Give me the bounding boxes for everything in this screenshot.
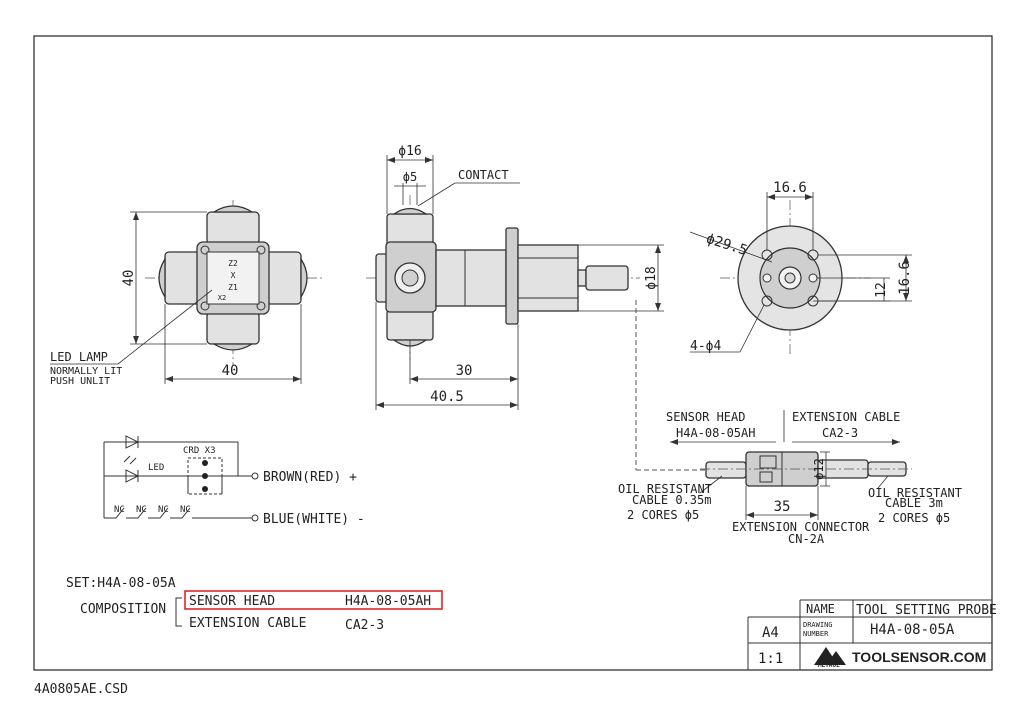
- file-name: 4A0805AE.CSD: [34, 682, 128, 697]
- extension-cable-label: EXTENSION CABLE: [792, 410, 900, 424]
- end-view: 16.6 ϕ29.5 16.6 12 4-ϕ4: [689, 180, 913, 355]
- row2-code: CA2-3: [345, 618, 384, 633]
- circuit-led-label: LED: [148, 463, 164, 473]
- led-note-unlit: PUSH UNLIT: [50, 376, 110, 387]
- row1-name: SENSOR HEAD: [189, 594, 275, 609]
- composition-label: COMPOSITION: [80, 602, 166, 617]
- dim-holes: 4-ϕ4: [690, 339, 721, 354]
- brown-wire-label: BROWN(RED) +: [263, 470, 357, 485]
- chip-text-3: Z1: [228, 283, 238, 292]
- wiring-circuit: LED CRD X3 BROWN(RED) + NC NC NC NC BLUE…: [103, 435, 365, 527]
- dim-d5: ϕ5: [403, 170, 417, 184]
- drawing-frame: [33, 35, 993, 671]
- extension-cable-code: CA2-3: [822, 426, 858, 440]
- dim-d16: ϕ16: [398, 144, 421, 159]
- dim-12: 12: [874, 282, 889, 298]
- nc-label-3: NC: [158, 505, 169, 515]
- logo-small: METROL: [818, 662, 840, 669]
- dim-30: 30: [456, 363, 473, 379]
- row2-name: EXTENSION CABLE: [189, 616, 306, 631]
- bottom-arm: [206, 311, 260, 345]
- oil-left-3: 2 CORES ϕ5: [627, 508, 699, 522]
- nc-label-4: NC: [180, 505, 191, 515]
- blue-wire-label: BLUE(WHITE) -: [263, 512, 365, 527]
- contact-label: CONTACT: [458, 168, 509, 182]
- left-arm: [164, 251, 202, 305]
- dim-d18: ϕ18: [644, 266, 659, 289]
- side-neck: [517, 244, 579, 312]
- dim-40-5: 40.5: [430, 389, 464, 405]
- chip-text-2: X: [231, 271, 236, 280]
- oil-right-3: 2 CORES ϕ5: [878, 511, 950, 525]
- drawing-number-label-1: DRAWING: [803, 621, 833, 629]
- crd-label: CRD X3: [183, 446, 216, 456]
- chip-text-4: X2: [218, 294, 226, 302]
- dim-height-40: 40: [121, 270, 137, 287]
- dim-35: 35: [774, 499, 791, 515]
- composition-table: SET:H4A-08-05A COMPOSITION SENSOR HEAD H…: [66, 576, 443, 633]
- nc-label-1: NC: [114, 505, 125, 515]
- cable-assembly: SENSOR HEAD H4A-08-05AH EXTENSION CABLE …: [618, 300, 962, 546]
- side-flange: [505, 227, 519, 325]
- led-note-lit: NORMALLY LIT: [50, 366, 122, 377]
- drawing-number-value: H4A-08-05A: [870, 622, 955, 638]
- side-view: ϕ16 ϕ5 CONTACT ϕ18 30 40.5: [366, 144, 664, 410]
- oil-right-1: OIL RESISTANT: [868, 486, 962, 500]
- led-lamp-label: LED LAMP: [50, 350, 108, 364]
- oil-right-2: CABLE 3m: [885, 496, 943, 510]
- nc-label-2: NC: [136, 505, 147, 515]
- title-block: NAME TOOL SETTING PROBE DRAWING NUMBER H…: [747, 599, 997, 670]
- sensor-head-label: SENSOR HEAD: [666, 410, 745, 424]
- sheet-size: A4: [762, 625, 779, 641]
- side-cable: [585, 265, 629, 291]
- highlight-box: [184, 590, 443, 610]
- drawing-number-label-2: NUMBER: [803, 630, 829, 638]
- metrol-logo-icon: [814, 647, 846, 665]
- dim-d12: ϕ12: [812, 458, 826, 480]
- drawing-scale: 1:1: [758, 651, 783, 667]
- top-arm: [206, 211, 260, 245]
- row1-code: H4A-08-05AH: [345, 594, 431, 609]
- connector-label-2: CN-2A: [788, 532, 825, 546]
- name-value: TOOL SETTING PROBE: [856, 603, 997, 618]
- set-label: SET:H4A-08-05A: [66, 576, 176, 591]
- connector-label-1: EXTENSION CONNECTOR: [732, 520, 870, 534]
- name-label: NAME: [806, 602, 835, 616]
- oil-left-2: CABLE 0.35m: [632, 493, 711, 507]
- chip-plate: [206, 251, 260, 305]
- sensor-head-code: H4A-08-05AH: [676, 426, 755, 440]
- dim-16-6-right: 16.6: [897, 261, 913, 295]
- front-view: Z2 X Z1 X2 40 40 LED LAMP NORMALLY LIT P…: [50, 200, 325, 387]
- side-housing: [435, 249, 507, 307]
- logo-text: TOOLSENSOR.COM: [852, 649, 986, 665]
- dim-16-6-top: 16.6: [773, 180, 807, 196]
- oil-left-1: OIL RESISTANT: [618, 482, 712, 496]
- chip-text-1: Z2: [228, 259, 238, 268]
- right-arm: [264, 251, 302, 305]
- dim-width-40: 40: [222, 363, 239, 379]
